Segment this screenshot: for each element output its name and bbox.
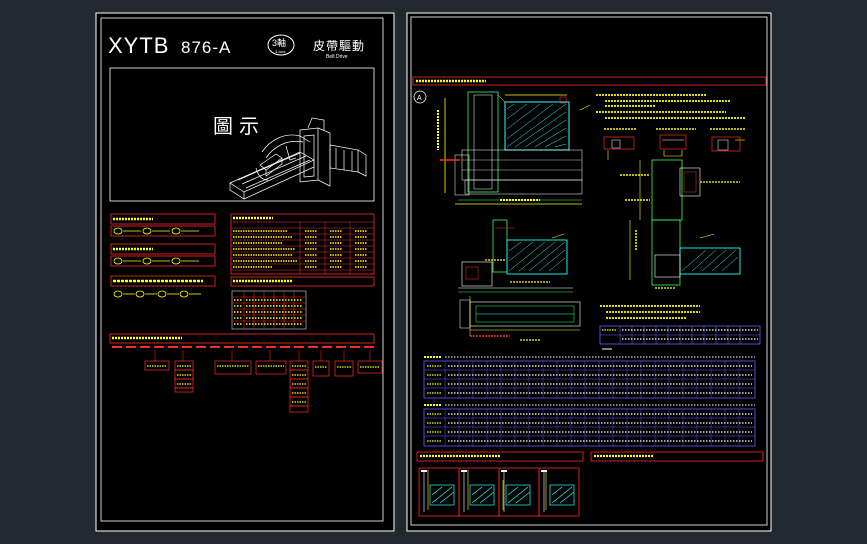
axis-badge-bottom: 3 axis bbox=[275, 49, 285, 54]
illustration-label: 圖示 bbox=[213, 116, 265, 138]
install-panel bbox=[416, 451, 764, 517]
left-sheet: XYTB 876-A 3軸 3 axis 皮帶驅動 Belt Drive 圖示 bbox=[95, 12, 395, 532]
robot-isometric-sketch bbox=[229, 117, 367, 200]
spec-boxes-left bbox=[110, 213, 216, 298]
model-main: XYTB bbox=[108, 33, 169, 58]
lower-right-view bbox=[629, 219, 741, 289]
spec-table bbox=[230, 213, 375, 330]
axis-badge-top: 3軸 bbox=[272, 37, 286, 48]
notes-top bbox=[596, 94, 745, 119]
notes-mid bbox=[600, 305, 700, 319]
model-sub: 876-A bbox=[181, 38, 231, 57]
axis-badge bbox=[267, 34, 295, 56]
side-view-drawing bbox=[620, 159, 740, 221]
title-block: XYTB 876-A 3軸 3 axis 皮帶驅動 Belt Drive bbox=[108, 33, 365, 60]
dimension-table-1 bbox=[423, 356, 756, 399]
front-view-drawing bbox=[437, 91, 591, 205]
ordering-code bbox=[109, 333, 383, 413]
detail-sketches bbox=[603, 128, 745, 160]
drive-cn: 皮帶驅動 bbox=[313, 39, 365, 53]
drive-en: Belt Drive bbox=[326, 54, 348, 60]
view-a-callout: A bbox=[413, 90, 427, 104]
bottom-long-view bbox=[459, 296, 581, 341]
stroke-table-small bbox=[599, 325, 761, 350]
dimension-table-2 bbox=[423, 404, 756, 447]
illustration-box: 圖示 bbox=[109, 67, 375, 202]
view-a-label: A bbox=[417, 95, 422, 102]
lower-left-view bbox=[458, 219, 573, 293]
right-sheet: A bbox=[406, 12, 772, 532]
